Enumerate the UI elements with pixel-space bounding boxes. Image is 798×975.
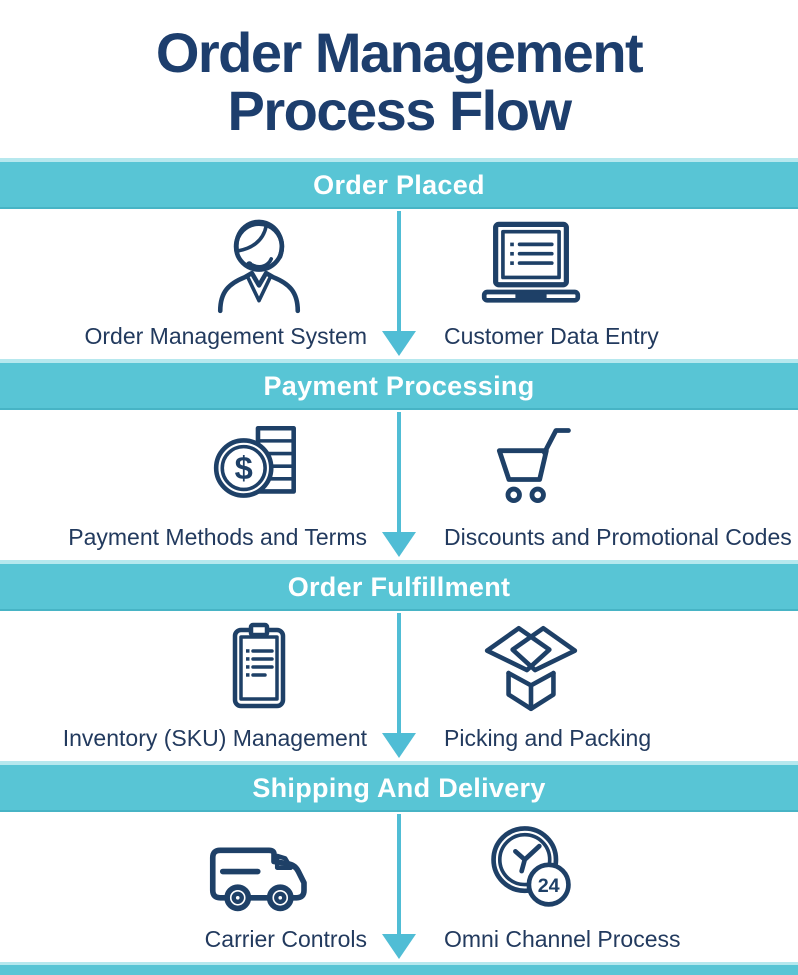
open-box-icon: [446, 611, 616, 725]
item-label: Carrier Controls: [204, 926, 367, 952]
clipboard-checklist-icon: [174, 611, 344, 725]
flow-arrow-head: [382, 934, 416, 959]
flow-arrow-line: [397, 814, 401, 935]
section-order-placed: Order Placed Order Management System: [0, 158, 798, 359]
item-label: Picking and Packing: [444, 725, 652, 751]
section-banner: Payment Processing: [0, 359, 798, 410]
delivery-van-icon: [174, 812, 344, 926]
shopping-cart-icon: [446, 410, 616, 524]
section-left-item: Inventory (SKU) Management: [0, 611, 380, 761]
section-right-item: Customer Data Entry: [418, 209, 798, 359]
item-label: Omni Channel Process: [444, 926, 681, 952]
item-label: Customer Data Entry: [444, 323, 659, 349]
flow-arrow-line: [397, 211, 401, 332]
agent-headset-icon: [174, 209, 344, 323]
laptop-icon: [446, 209, 616, 323]
flow-arrow-line: [397, 412, 401, 533]
dollar-sign: $: [235, 449, 253, 486]
item-label: Order Management System: [84, 323, 367, 349]
section-order-fulfillment: Order Fulfillment Inventory (SK: [0, 560, 798, 761]
flow-arrow: [380, 209, 418, 359]
flow-arrow-head: [382, 331, 416, 356]
flow-arrow-line: [397, 613, 401, 734]
item-label: Discounts and Promotional Codes: [444, 524, 792, 550]
section-banner: Order Fulfillment: [0, 560, 798, 611]
section-banner-label: Shipping And Delivery: [252, 773, 546, 803]
section-left-item: Order Management System: [0, 209, 380, 359]
payment-coin-icon: $: [174, 410, 344, 524]
section-right-item: Discounts and Promotional Codes: [418, 410, 798, 560]
section-shipping-delivery: Shipping And Delivery Carrier Controls: [0, 761, 798, 962]
item-label: Payment Methods and Terms: [68, 524, 367, 550]
section-left-item: $ Payment Methods and Terms: [0, 410, 380, 560]
section-payment-processing: Payment Processing $ Payment Methods and…: [0, 359, 798, 560]
page-title-line2: Process Flow: [227, 79, 572, 142]
flow-arrow-head: [382, 532, 416, 557]
section-banner: Order Placed: [0, 158, 798, 209]
section-right-item: Picking and Packing: [418, 611, 798, 761]
section-left-item: Carrier Controls: [0, 812, 380, 962]
flow-arrow: [380, 812, 418, 962]
flow-arrow: [380, 611, 418, 761]
badge-24-text: 24: [538, 875, 560, 897]
item-label: Inventory (SKU) Management: [62, 725, 367, 751]
page-title: Order Management Process Flow: [0, 0, 798, 158]
section-banner: Shipping And Delivery: [0, 761, 798, 812]
section-banner-label: Payment Processing: [263, 371, 535, 401]
clock-24-icon: 24: [446, 812, 616, 926]
flow-arrow-head: [382, 733, 416, 758]
page-title-line1: Order Management: [155, 20, 644, 84]
next-section-banner-partial: [0, 962, 798, 975]
section-banner-label: Order Fulfillment: [287, 572, 511, 602]
section-right-item: 24 Omni Channel Process: [418, 812, 798, 962]
section-banner-label: Order Placed: [313, 170, 485, 200]
flow-arrow: [380, 410, 418, 560]
